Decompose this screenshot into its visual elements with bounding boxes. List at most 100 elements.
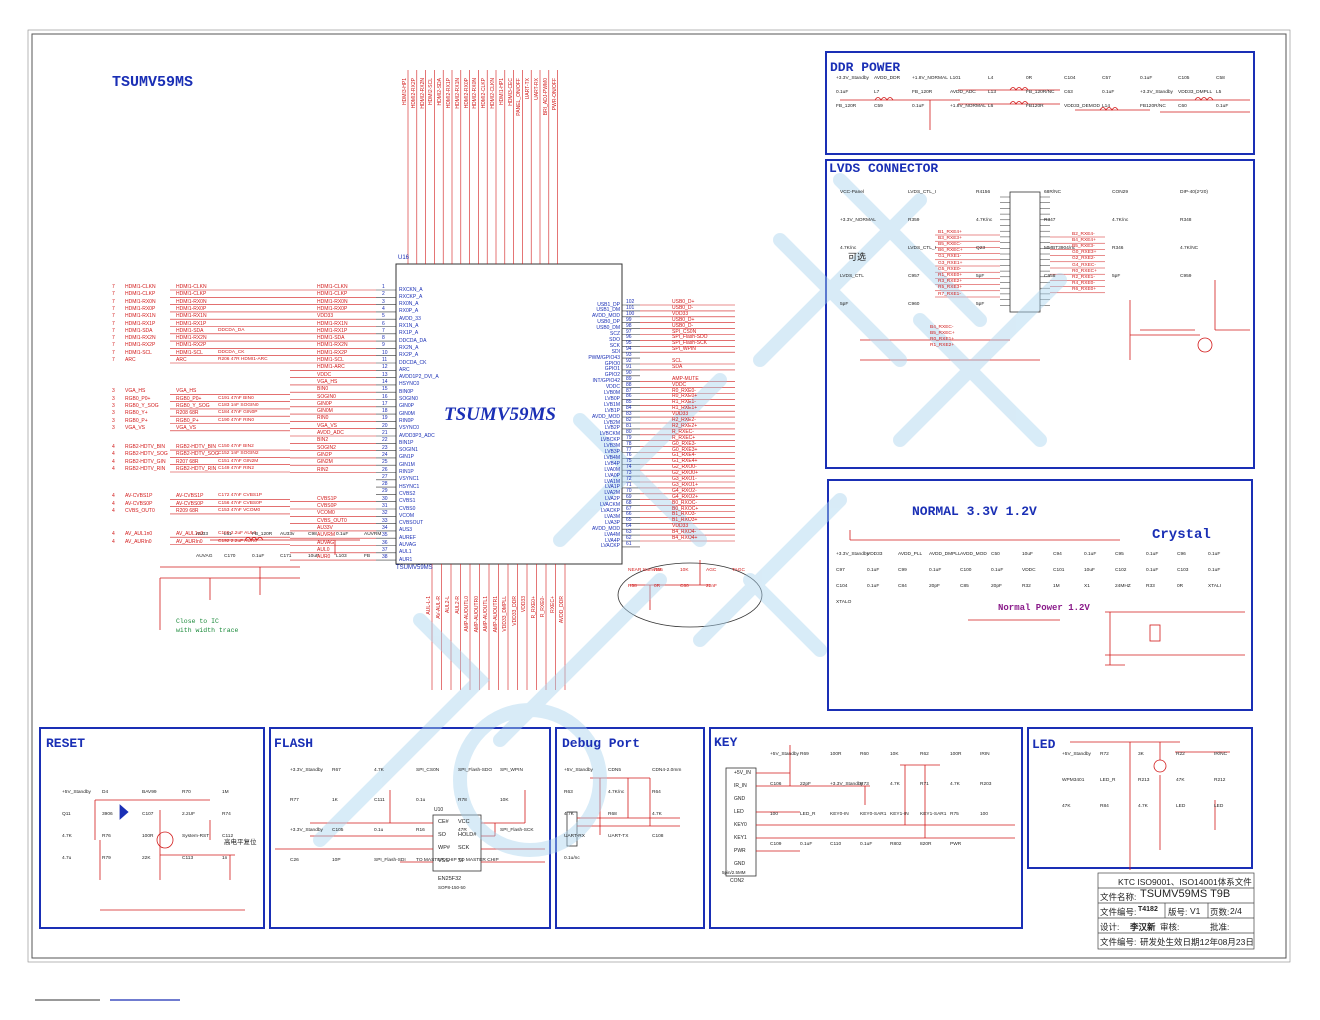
chip-pin-name: CVBSOUT bbox=[399, 520, 424, 527]
flash-pin: SI bbox=[458, 858, 464, 864]
chip-pin-net: VDD33 bbox=[672, 411, 689, 418]
chip-pin-number: 76 bbox=[626, 452, 632, 459]
chip-pin-name: LVA4M bbox=[604, 531, 620, 538]
input-component: C183 1nF SOGIN0 bbox=[218, 402, 259, 408]
chip-pin-number: 63 bbox=[626, 529, 632, 536]
chip-bottom-net: AMP-AUOUTL1 bbox=[483, 596, 489, 632]
chip-pin-net: CVBS_OUT0 bbox=[317, 517, 347, 524]
chip-pin-number: 3 bbox=[382, 298, 385, 305]
input-net-label: RGB0_P+ bbox=[125, 417, 148, 424]
component-label: 22pF bbox=[800, 782, 811, 787]
component-label: 4.7K bbox=[950, 782, 960, 787]
input-net: HDMI1-RX0N bbox=[176, 298, 207, 305]
chip-pin-net: GIN0M bbox=[317, 408, 333, 415]
chip-pin-number: 31 bbox=[382, 503, 388, 509]
chip-pin-net: VDDC bbox=[672, 381, 687, 388]
component-label: FB_120R bbox=[912, 90, 933, 95]
component-label: C960 bbox=[908, 302, 920, 307]
chip-top-net: HDMI2-SCL bbox=[428, 78, 435, 105]
chip-name: TSUMV59MS bbox=[444, 404, 556, 425]
chip-pin-net: SPI_WPIN bbox=[672, 346, 696, 353]
chip-pin-number: 74 bbox=[626, 464, 632, 471]
component-label: C96 bbox=[1177, 552, 1186, 557]
component-label: C58 bbox=[1216, 76, 1225, 81]
component-label: C63 bbox=[1064, 90, 1073, 95]
key-title: KEY bbox=[714, 735, 738, 750]
input-component: C190 47nF RIN0 bbox=[218, 417, 254, 423]
input-component: C150 47nF BIN2 bbox=[218, 444, 254, 450]
key-pin: IR_IN bbox=[734, 783, 747, 789]
component-label: R73 bbox=[860, 782, 869, 787]
led-title: LED bbox=[1032, 737, 1056, 752]
chip-top-net: PWR-ON/OFF bbox=[551, 78, 558, 111]
chip-pin-name: LVACKP bbox=[601, 508, 620, 514]
component-label: 1K bbox=[332, 798, 338, 803]
component-label: 22nF bbox=[706, 584, 717, 589]
component-label: L13 bbox=[988, 90, 997, 95]
chip-pin-net: G1_RXE4- bbox=[672, 452, 697, 459]
component-label: +3.3V_Standby bbox=[830, 782, 863, 787]
component-label: R60 bbox=[860, 752, 869, 757]
key-connector bbox=[725, 767, 757, 877]
flash-chip bbox=[432, 814, 482, 872]
chip-pin-number: 70 bbox=[626, 487, 632, 494]
input-net-label: VGA_VS bbox=[125, 424, 146, 431]
chip-pin-number: 95 bbox=[626, 340, 632, 347]
chip-pin-number: 83 bbox=[626, 411, 632, 418]
flash-chip-part: EN25F32 bbox=[438, 876, 462, 882]
input-net: R209 68R bbox=[176, 507, 199, 514]
chip-pin-name: RX2P_A bbox=[399, 352, 419, 359]
component-label: C101 bbox=[1053, 568, 1065, 573]
input-sheet-ref: 7 bbox=[112, 291, 115, 298]
lvds-net: G1_RXE1- bbox=[938, 254, 962, 260]
tb-page-label: 页数: bbox=[1210, 907, 1230, 917]
chip-pin-net: GIN2M bbox=[317, 459, 333, 466]
chip-pin-number: 85 bbox=[626, 399, 632, 406]
component-label: 0.1uF bbox=[1208, 568, 1221, 573]
ddr-power-title: DDR POWER bbox=[830, 60, 901, 75]
chip-pin-name: CVBS1 bbox=[399, 498, 416, 505]
chip-bottom-net: AUL-L-1 bbox=[426, 596, 432, 615]
component-label: KEY0-SAR1 bbox=[860, 812, 887, 817]
input-sheet-ref: 7 bbox=[112, 305, 115, 312]
component-label: 4.7K/nc bbox=[976, 218, 993, 223]
debug-box bbox=[555, 727, 705, 929]
page-title: TSUMV59MS bbox=[112, 74, 194, 91]
input-net-label: RGB2-HDTV_GIN bbox=[125, 458, 166, 465]
component-label: 0.1uF bbox=[800, 842, 813, 847]
input-sheet-ref: 4 bbox=[112, 466, 115, 472]
chip-pin-number: 68 bbox=[626, 499, 632, 506]
chip-pin-name: LVA0M bbox=[604, 466, 620, 473]
chip-pin-number: 102 bbox=[626, 299, 635, 305]
component-label: CDN4-2.0mm bbox=[652, 768, 682, 773]
component-label: +5V_Standby bbox=[564, 768, 593, 773]
component-label: FB_120R bbox=[836, 104, 857, 109]
chip-pin-net: BIN0 bbox=[317, 386, 329, 393]
component-label: 10uF bbox=[1022, 552, 1033, 557]
input-sheet-ref: 7 bbox=[112, 342, 115, 349]
chip-pin-name: LVB4M bbox=[603, 454, 620, 461]
chip-pin-number: 24 bbox=[382, 451, 388, 458]
chip-pin-number: 7 bbox=[382, 327, 385, 334]
chip-pin-net: HDMI1-SDA bbox=[317, 335, 345, 342]
chip-pin-name: GIN1P bbox=[399, 454, 415, 461]
component-label: 4.7K bbox=[374, 768, 384, 773]
component-label: LVDS_CTL_I bbox=[908, 246, 936, 251]
component-label: R74 bbox=[222, 812, 231, 817]
chip-top-net: PANEL_ON/OFF bbox=[516, 78, 523, 116]
chip-pin-name: AVDD1P2_DVI_A bbox=[399, 374, 439, 381]
input-component: DDCDA_DA bbox=[218, 327, 245, 333]
chip-pin-net: USB0_D- bbox=[672, 304, 694, 311]
chip-top-net: HDMI1-HP1 bbox=[498, 78, 505, 105]
chip-bottom-net: VDD33_DMPLL bbox=[502, 596, 508, 632]
chip-pin-name: AUVAG bbox=[399, 542, 417, 548]
chip-bottom-net: AMP-AUOUTR0 bbox=[473, 596, 480, 633]
component-label: XTALO bbox=[836, 600, 852, 605]
chip-pin-name: AUREF bbox=[399, 534, 416, 541]
chip-pin-number: 77 bbox=[626, 446, 632, 453]
lvds-net: G5_RXE0- bbox=[938, 266, 962, 272]
flash-pin: WP# bbox=[438, 845, 450, 851]
chip-pin-net: USB0_D+ bbox=[672, 299, 695, 305]
component-label: 0.1uF bbox=[912, 104, 925, 109]
component-label: R68 bbox=[608, 812, 617, 817]
